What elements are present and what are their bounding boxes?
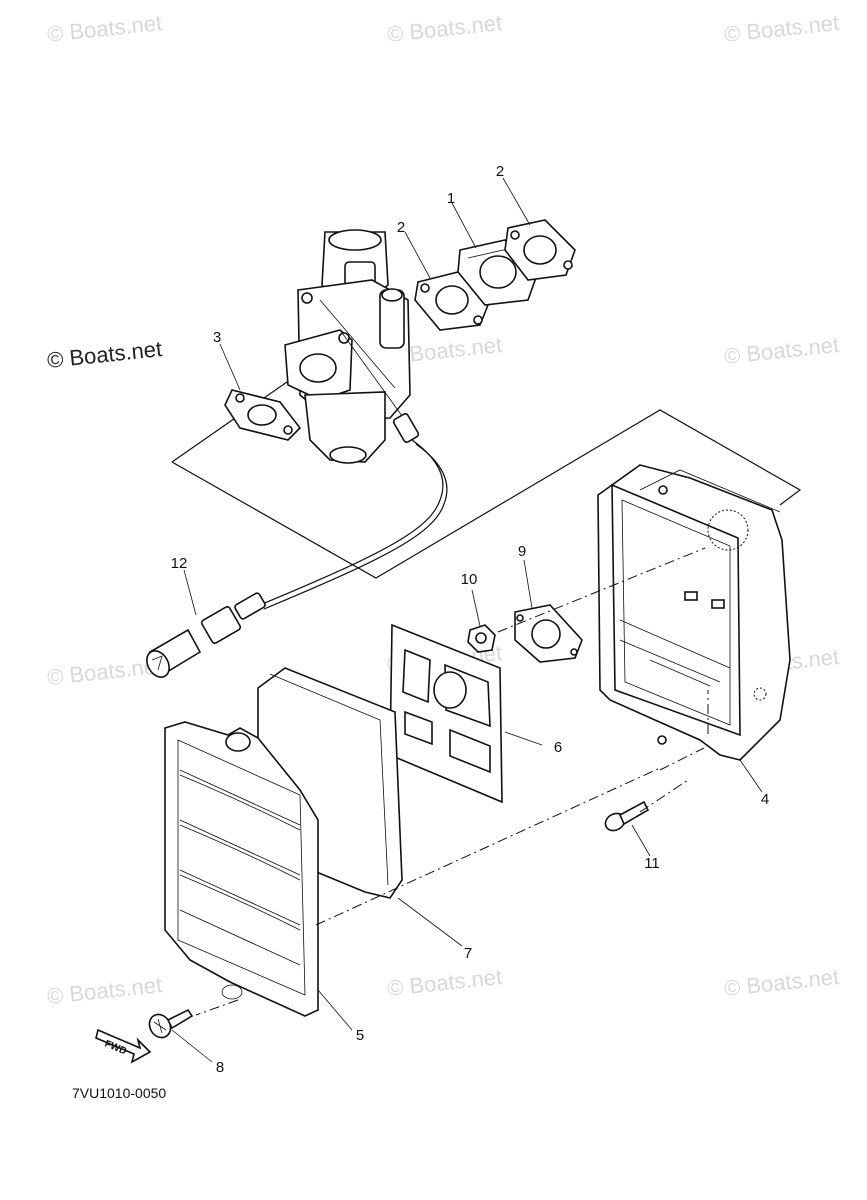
- drawing-code: 7VU1010-0050: [72, 1085, 166, 1101]
- watermark: © Boats.net: [386, 964, 503, 1001]
- callout-3: 3: [213, 329, 221, 346]
- element-holder-6[interactable]: [389, 623, 503, 804]
- watermark-dark: © Boats.net: [46, 336, 163, 373]
- callout-8: 8: [216, 1059, 224, 1076]
- fwd-arrow-icon: FWD: [95, 1028, 152, 1064]
- callout-numbers: 1 2 2 3 4 5 6 7 8 9 10 11 12: [171, 163, 770, 1076]
- air-cleaner-case[interactable]: [597, 464, 791, 761]
- gasket-9[interactable]: [514, 604, 583, 663]
- gasket-3[interactable]: [224, 389, 302, 441]
- callout-5: 5: [356, 1027, 364, 1044]
- nut-10[interactable]: [467, 624, 496, 653]
- leader-lines: [171, 177, 763, 1063]
- watermark: © Boats.net: [723, 10, 840, 47]
- choke-knob[interactable]: [142, 592, 266, 681]
- air-cleaner-cover-5[interactable]: [164, 721, 319, 1017]
- callout-2: 2: [397, 219, 405, 236]
- callout-2: 2: [496, 163, 504, 180]
- bolt-11[interactable]: [602, 800, 650, 834]
- watermark: © Boats.net: [46, 653, 163, 690]
- callout-9: 9: [518, 543, 526, 560]
- watermark: © Boats.net: [46, 10, 163, 47]
- choke-cable[interactable]: [259, 439, 448, 610]
- gasket-2-upper[interactable]: [504, 219, 576, 281]
- watermark: © Boats.net: [46, 972, 163, 1009]
- callout-11: 11: [644, 855, 660, 872]
- callout-6: 6: [554, 739, 562, 756]
- callout-12: 12: [171, 555, 188, 572]
- screw-8[interactable]: [145, 1008, 194, 1041]
- callout-1: 1: [447, 190, 455, 207]
- assembly-centerlines: [195, 547, 709, 1016]
- watermark: © Boats.net: [723, 332, 840, 369]
- callout-10: 10: [461, 571, 478, 588]
- callout-4: 4: [761, 791, 769, 808]
- watermark: © Boats.net: [723, 964, 840, 1001]
- carburetor[interactable]: [284, 229, 420, 464]
- callout-7: 7: [464, 945, 472, 962]
- watermark: © Boats.net: [386, 10, 503, 47]
